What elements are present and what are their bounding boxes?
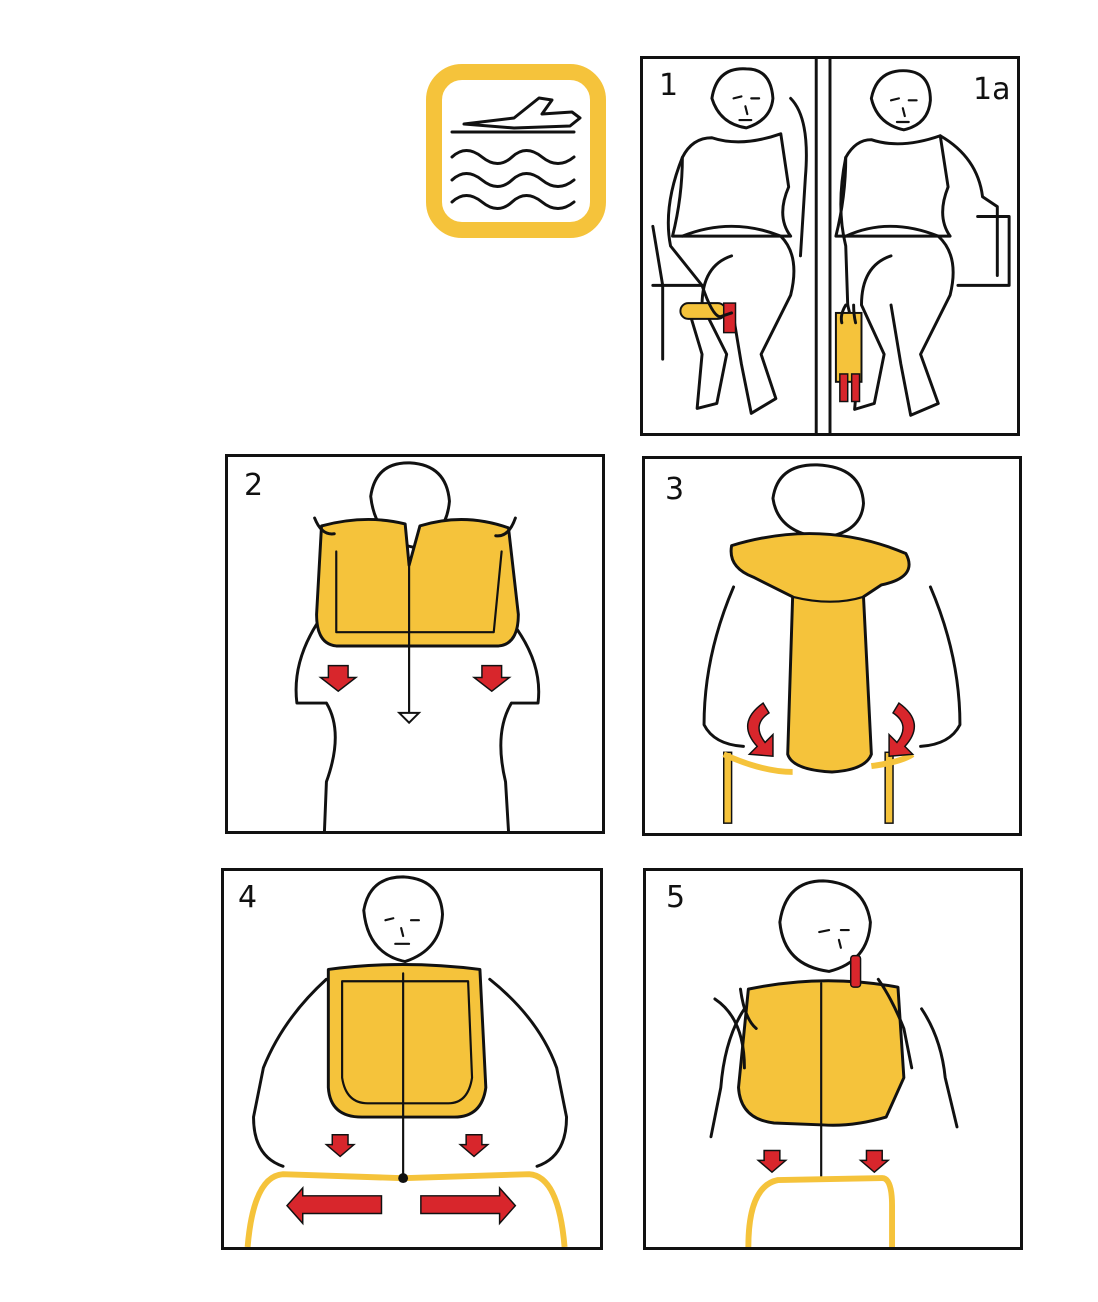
step-number: 4 <box>238 883 257 913</box>
step-panel-3: 3 <box>642 456 1022 836</box>
strap-wrap-arrow <box>748 703 773 756</box>
pull-right-arrow <box>421 1188 515 1223</box>
step-panel-1-1a: 1 1a <box>640 56 1020 436</box>
step-number: 1 <box>659 71 678 101</box>
person-back-view-with-vest <box>704 465 960 823</box>
step-panel-5: 5 <box>643 868 1023 1250</box>
water-landing-sign <box>424 62 608 240</box>
life-vest <box>328 965 485 1118</box>
step-number: 3 <box>665 475 684 505</box>
step-number: 1a <box>973 75 1010 105</box>
life-vest <box>317 519 519 646</box>
person-reaching-under-seat <box>653 69 807 414</box>
inflator-tab <box>460 1135 488 1157</box>
person-inflating-vest <box>711 881 957 1247</box>
inflator-tab <box>758 1151 786 1173</box>
inflator-tab <box>474 666 509 692</box>
step-panel-2: 2 <box>225 454 605 834</box>
step-panel-4: 4 <box>221 868 603 1250</box>
person-putting-vest-over-head <box>296 463 539 831</box>
inflator-tab <box>321 666 356 692</box>
water-landing-icon <box>424 62 608 240</box>
person-holding-vest <box>836 71 1009 416</box>
inflator-tab <box>326 1135 354 1157</box>
mouthpiece-tube <box>851 956 861 987</box>
strap-wrap-arrow <box>889 703 914 756</box>
step-number: 2 <box>244 471 263 501</box>
inflator-tab <box>861 1151 889 1173</box>
pull-left-arrow <box>287 1188 381 1223</box>
person-tightening-straps <box>248 877 567 1247</box>
step-number: 5 <box>666 883 685 913</box>
